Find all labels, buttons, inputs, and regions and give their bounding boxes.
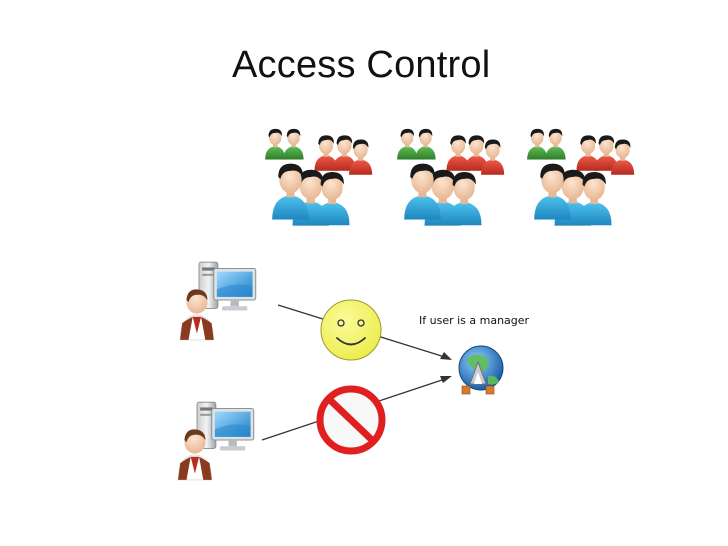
allowed-arrowhead <box>440 352 452 360</box>
user-computer-icon <box>177 401 255 481</box>
people-group-icon <box>527 129 634 226</box>
people-group-icon <box>265 129 372 226</box>
denied-arrowhead <box>440 376 452 383</box>
no-entry-icon <box>316 385 386 455</box>
slide-title: Access Control <box>232 44 491 86</box>
condition-label: If user is a manager <box>419 314 530 327</box>
globe-network-icon <box>458 345 504 395</box>
user-computer-icon <box>179 261 257 341</box>
smiley-face-icon <box>320 299 382 361</box>
people-group-icon <box>397 129 504 226</box>
